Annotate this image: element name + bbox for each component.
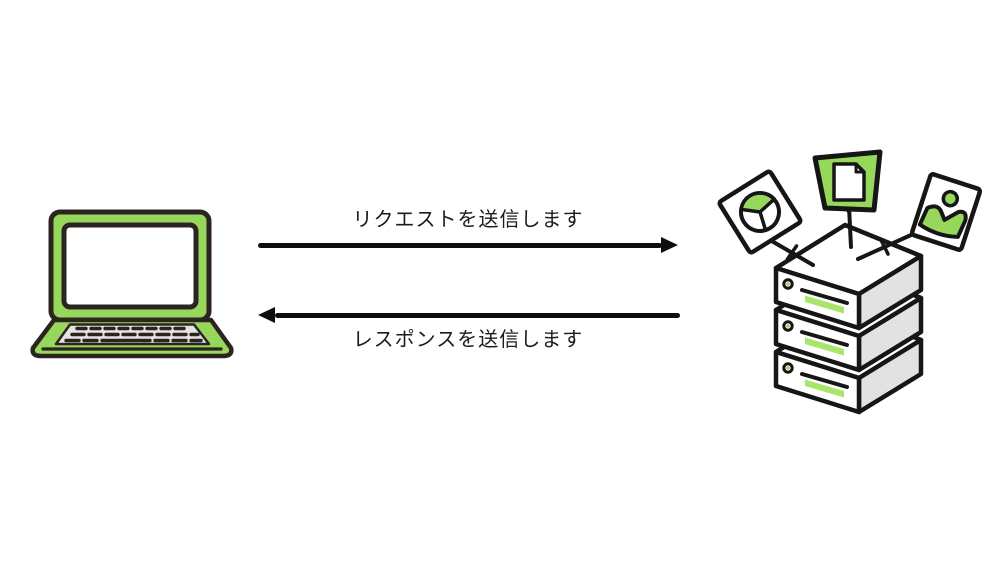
request-arrow-line <box>258 243 662 248</box>
server-slot-bar <box>805 379 844 398</box>
pie-chart-card-icon <box>717 169 803 255</box>
laptop-screen <box>61 222 199 310</box>
laptop-icon <box>30 209 234 359</box>
server-unit-1 <box>773 222 924 331</box>
arrow-left-icon <box>258 307 275 323</box>
server-slot-bar <box>805 337 844 356</box>
server-slot-bar <box>805 295 844 314</box>
card-sticks <box>768 204 913 267</box>
request-label: リクエストを送信します <box>352 207 584 231</box>
response-arrow-line <box>275 313 680 318</box>
arrow-right-icon <box>661 237 678 253</box>
response-label: レスポンスを送信します <box>352 327 584 351</box>
image-card-icon <box>909 172 983 252</box>
document-card-icon <box>812 149 883 213</box>
server-stack-icon <box>717 149 983 415</box>
